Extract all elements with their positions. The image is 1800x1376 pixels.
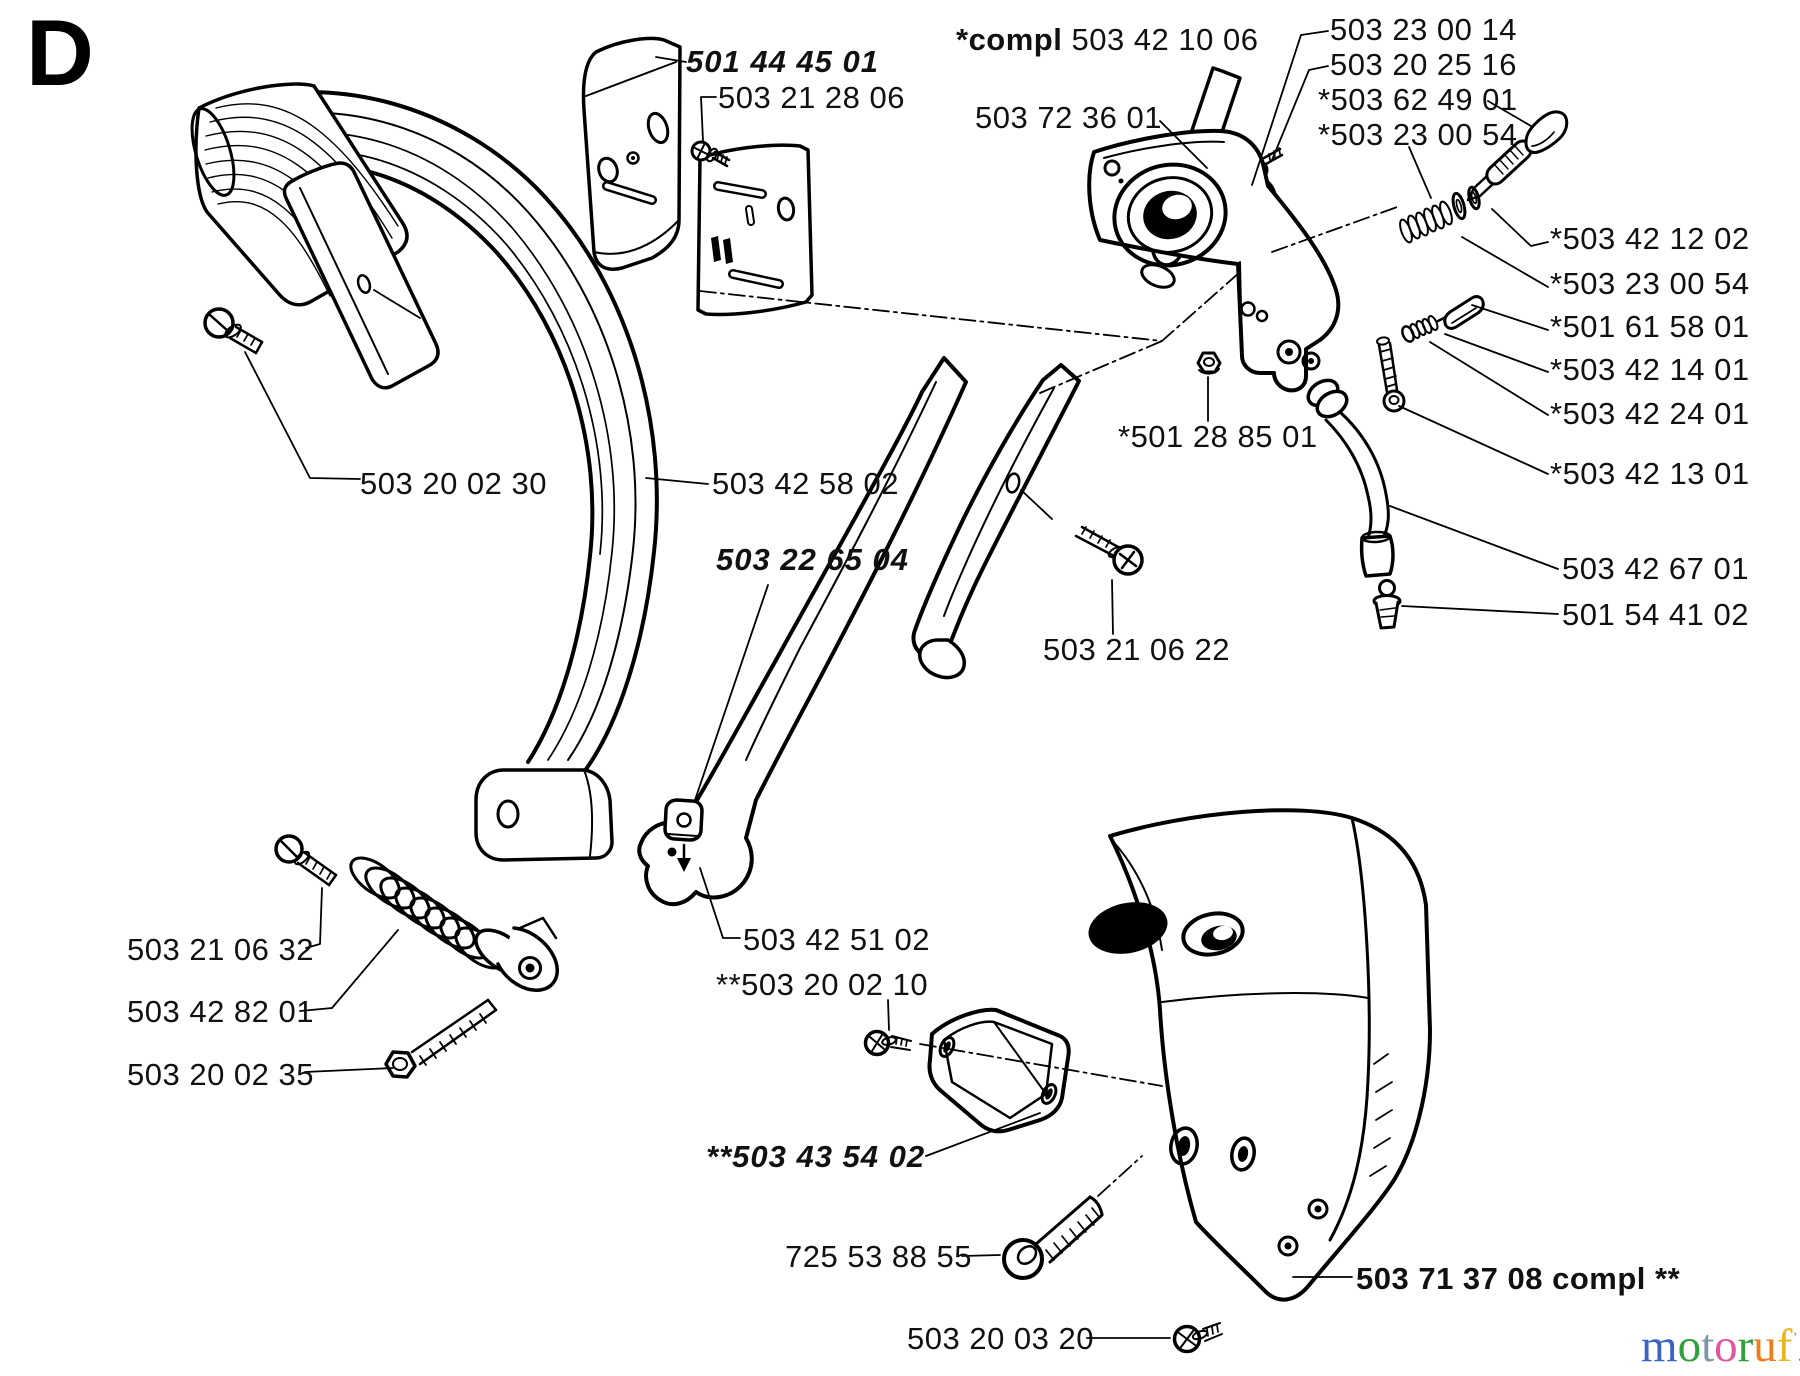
alignment-lines [699,205,1401,1197]
part-label-503-20-03-20: 503 20 03 20 [907,1321,1095,1356]
brand-letter: f [1776,1320,1793,1372]
muffler-bolt-drawing [1002,1195,1104,1280]
part-label-503-21-28-06: 503 21 28 06 [718,80,906,115]
brand-trademark: ’ [1792,1330,1798,1347]
handle-bolt-drawing [274,834,338,887]
figure-letter: D [26,0,94,105]
tensioner-washers-drawing [1451,185,1481,221]
tensioner-cap-drawing [1524,110,1569,154]
part-label-501-54-41-02: 501 54 41 02 [1562,597,1750,632]
brand-letter: u [1753,1320,1777,1372]
part-label-503-42-14-01: *503 42 14 01 [1550,352,1750,387]
part-label-503-20-02-10: **503 20 02 10 [716,967,929,1002]
part-label-503-22-65-04: 503 22 65 04 [716,542,910,577]
part-label-501-61-58-01: *501 61 58 01 [1550,309,1750,344]
part-label-503-42-24-01: *503 42 24 01 [1550,396,1750,431]
catcher-screw-drawing [1074,525,1144,576]
plate-screw-drawing [690,140,731,168]
handle-mount-drawing [474,768,614,862]
part-label-501-28-85-01: *501 28 85 01 [1118,419,1318,454]
brake-side-plate-drawing [581,36,682,271]
part-label-503-23-00-54: *503 23 00 54 [1550,266,1750,301]
brand-letter: r [1737,1320,1754,1372]
guard-screw-drawing [203,307,264,355]
square-nut-drawing [663,798,704,842]
brand-letter: o [1714,1320,1738,1372]
part-label-503-71-37-08-compl: 503 71 37 08 compl ** [1356,1261,1681,1296]
tensioner-spring-drawing [1399,200,1453,244]
pin-drawing [1443,295,1485,330]
leader-lines [244,30,1559,1339]
part-label-503-42-58-02: 503 42 58 02 [712,466,900,501]
muffler-screw-drawing [1172,1322,1223,1354]
oiler-valve-drawing [1372,579,1402,630]
oil-pump-housing-drawing [1087,128,1341,393]
part-label-503-20-25-16: 503 20 25 16 [1330,47,1518,82]
brand-logo: motoruf’.de [1641,1323,1800,1370]
part-label-503-20-02-30: 503 20 02 30 [360,466,548,501]
part-label-compl-503-42-10-06: *compl 503 42 10 06 [956,22,1259,57]
part-label-503-42-51-02: 503 42 51 02 [743,922,931,957]
part-label-503-72-36-01: 503 72 36 01 [975,100,1163,135]
muffler-gasket-drawing [927,1007,1071,1134]
part-label-503-42-82-01: 503 42 82 01 [127,994,315,1029]
hand-guard-drawing [282,161,440,390]
gasket-screw-drawing [863,1029,912,1057]
part-label-503-42-13-01: *503 42 13 01 [1550,456,1750,491]
muffler-drawing [1088,808,1432,1302]
part-label-503-42-12-02: *503 42 12 02 [1550,221,1750,256]
brand-letter: t [1701,1320,1715,1372]
adjuster-spring-screw-drawing [1401,315,1448,343]
part-label-501-44-45-01: 501 44 45 01 [686,44,880,79]
brand-letter: m [1641,1320,1678,1372]
brand-word: motoruf [1641,1320,1792,1372]
brand-letter: o [1677,1320,1702,1372]
guide-bar-plate-drawing [696,143,814,317]
part-label-503-20-02-35: 503 20 02 35 [127,1057,315,1092]
part-label-503-62-49-01: *503 62 49 01 [1318,82,1518,117]
insert-arrow-icon [677,843,691,872]
brake-arm-drawing [637,356,968,907]
chain-catcher-drawing [911,363,1081,680]
mount-bolt-drawing [384,998,498,1079]
part-label-503-43-54-02: **503 43 54 02 [706,1139,926,1174]
part-label-503-42-67-01: 503 42 67 01 [1562,551,1750,586]
oiler-screw-drawing [1376,336,1406,413]
oil-hose-drawing [1306,378,1395,578]
part-label-503-23-00-14: 503 23 00 14 [1330,12,1518,47]
part-label-503-21-06-22: 503 21 06 22 [1043,632,1231,667]
recoil-spring-drawing [349,856,559,992]
tensioner-screw-drawing [1466,136,1536,202]
brand-tld: .de [1798,1342,1800,1366]
part-label-725-53-88-55: 725 53 88 55 [785,1239,973,1274]
brake-nut-drawing [1196,351,1222,375]
part-label-503-23-00-54-top: *503 23 00 54 [1318,117,1518,152]
part-label-503-21-06-32: 503 21 06 32 [127,932,315,967]
